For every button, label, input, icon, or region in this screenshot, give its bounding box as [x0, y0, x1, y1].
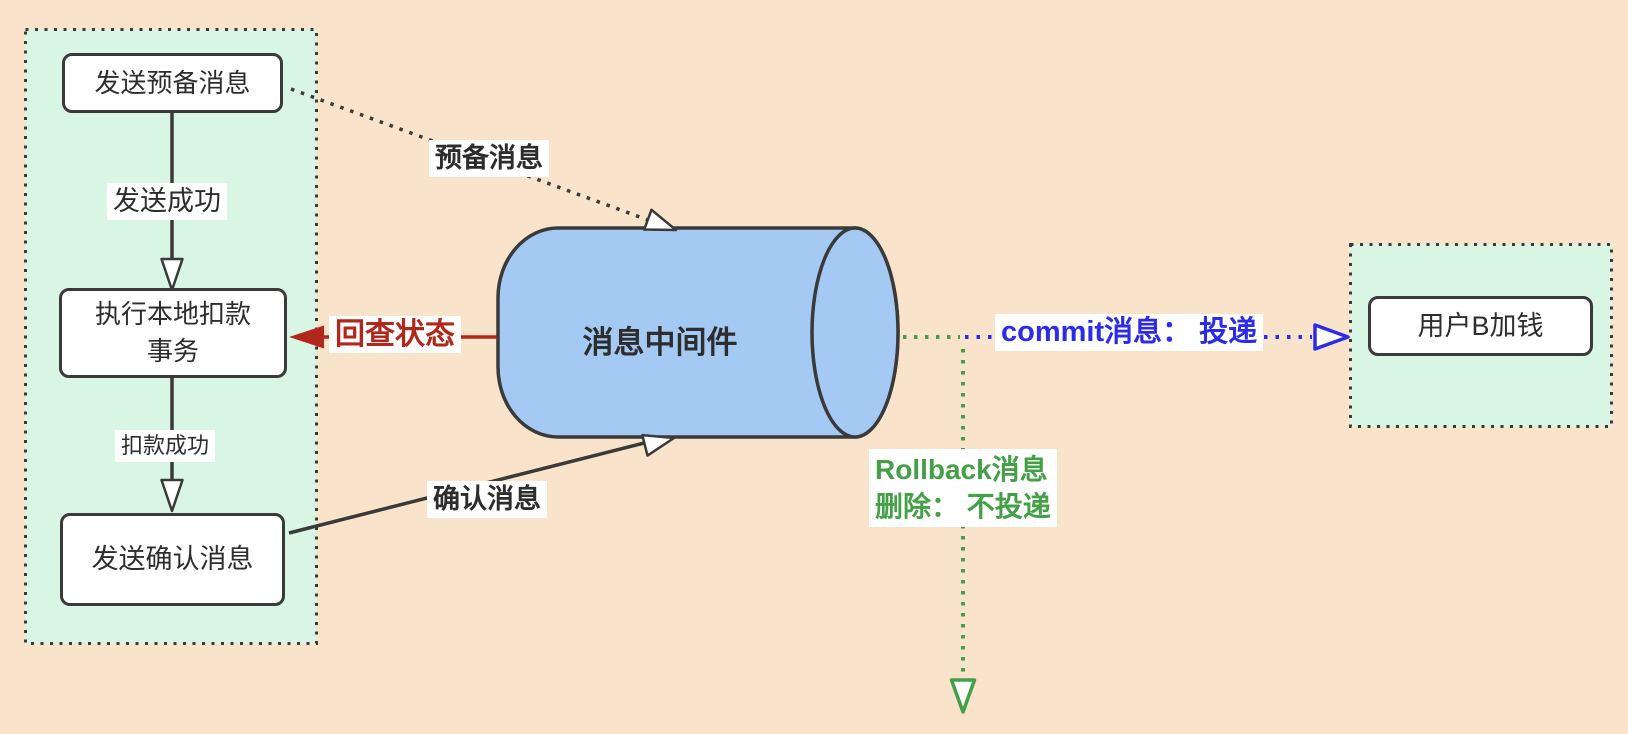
edge-label-rollback-message: Rollback消息 删除： 不投递 — [869, 449, 1057, 527]
node-send-confirm-label: 发送确认消息 — [91, 544, 254, 574]
edge-label-confirm-message: 确认消息 — [427, 481, 547, 518]
prepare-arrowhead — [642, 208, 678, 232]
node-local-transaction: 执行本地扣款事务 — [59, 288, 287, 378]
edge-label-prepare-message: 预备消息 — [429, 140, 549, 177]
node-user-b-credit-label: 用户B加钱 — [1417, 310, 1544, 341]
node-local-transaction-label: 执行本地扣款事务 — [94, 299, 251, 366]
checkback-arrowhead — [289, 325, 324, 349]
broker-title: 消息中间件 — [582, 325, 738, 360]
broker-cylinder-cap — [810, 226, 900, 439]
edge-label-checkback-status: 回查状态 — [329, 316, 461, 353]
edge-label-commit-message: commit消息： 投递 — [995, 314, 1264, 351]
node-user-b-credit: 用户B加钱 — [1368, 296, 1593, 356]
edge-label-send-success: 发送成功 — [107, 183, 227, 220]
commit-arrowhead — [1313, 323, 1350, 351]
node-send-prepare: 发送预备消息 — [62, 53, 283, 113]
node-send-confirm: 发送确认消息 — [60, 513, 285, 606]
node-send-prepare-label: 发送预备消息 — [94, 67, 251, 98]
deduct-success-arrowhead — [160, 478, 184, 513]
confirm-arrowhead — [641, 433, 676, 457]
rollback-arrowhead — [949, 678, 977, 714]
send-success-arrowhead — [160, 257, 184, 292]
edge-label-deduct-success: 扣款成功 — [115, 430, 216, 462]
